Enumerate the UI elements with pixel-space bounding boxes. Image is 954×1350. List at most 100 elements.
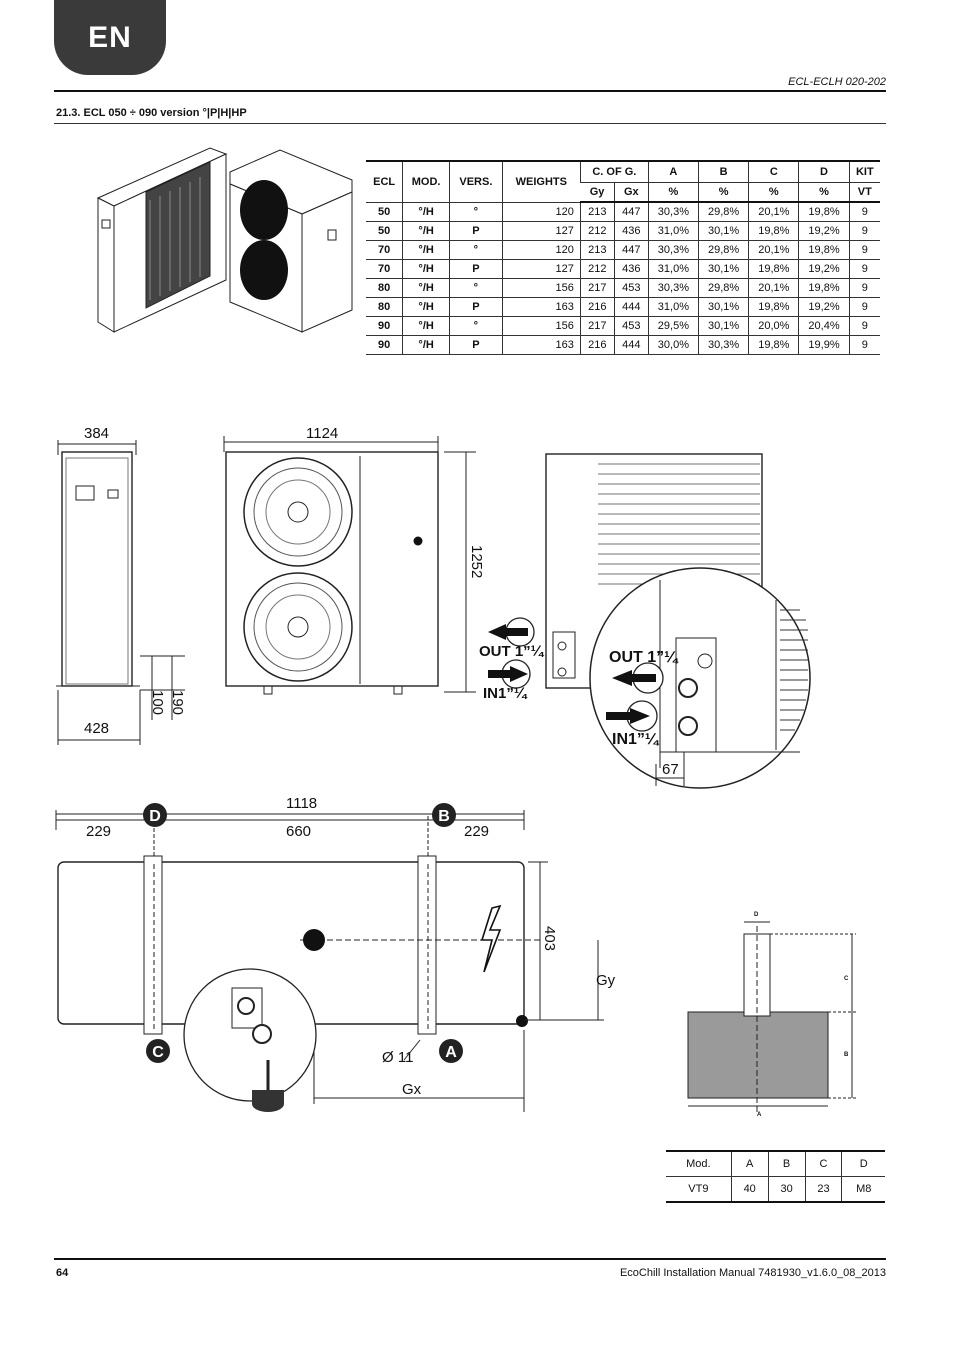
table-cell: 19,2% bbox=[798, 259, 850, 279]
table-cell: 217 bbox=[579, 316, 615, 336]
vt-col-b: B bbox=[767, 1150, 806, 1177]
out-connection-label: OUT 1”¼ bbox=[479, 643, 545, 660]
table-cell: 9 bbox=[848, 221, 880, 241]
table-cell: 9 bbox=[848, 202, 880, 222]
table-cell: 30,3% bbox=[647, 240, 699, 260]
dimension-drawings: 384 428 190 100 1124 1252 bbox=[55, 425, 856, 1118]
vt-mount-table: Mod. A B C D VT9 40 30 23 M8 bbox=[666, 1150, 885, 1203]
col-mod: MOD. bbox=[402, 161, 450, 203]
footer-text: EcoChill Installation Manual 7481930_v1.… bbox=[619, 1267, 886, 1279]
mount-zoom-circle bbox=[183, 968, 317, 1102]
dim-foot-100: 100 bbox=[149, 690, 166, 715]
table-cell: 50 bbox=[366, 202, 403, 222]
vt-col-d: D bbox=[841, 1150, 885, 1177]
table-cell: °/H bbox=[402, 316, 450, 336]
table-cell: 31,0% bbox=[647, 297, 699, 317]
table-cell: °/H bbox=[402, 259, 450, 279]
table-cell: 20,0% bbox=[748, 316, 799, 336]
table-cell: 212 bbox=[579, 259, 615, 279]
table-cell: 20,1% bbox=[748, 278, 799, 298]
sub-gy: Gy bbox=[580, 182, 615, 203]
section-title: 21.3. ECL 050 ÷ 090 version °|P|H|HP bbox=[56, 107, 247, 119]
table-cell: ° bbox=[449, 240, 503, 260]
svg-text:B: B bbox=[438, 808, 450, 825]
table-cell: 19,2% bbox=[798, 221, 850, 241]
specification-table: ECL MOD. VERS. WEIGHTS C. OF G. A B C D … bbox=[366, 160, 880, 355]
svg-text:C: C bbox=[844, 976, 849, 982]
table-cell: 30,1% bbox=[697, 316, 749, 336]
table-cell: °/H bbox=[402, 240, 450, 260]
table-cell: ° bbox=[449, 278, 503, 298]
language-tab: EN bbox=[54, 0, 166, 75]
vt-cell: 40 bbox=[730, 1176, 769, 1203]
table-cell: 163 bbox=[501, 297, 581, 317]
table-cell: °/H bbox=[402, 335, 450, 355]
table-cell: 447 bbox=[613, 240, 649, 260]
table-cell: 20,1% bbox=[748, 202, 799, 222]
footer-rule bbox=[54, 1258, 886, 1260]
table-cell: 50 bbox=[366, 221, 403, 241]
table-cell: 30,3% bbox=[697, 335, 749, 355]
svg-text:D: D bbox=[149, 808, 161, 825]
table-cell: 19,8% bbox=[798, 240, 850, 260]
table-cell: 163 bbox=[501, 335, 581, 355]
table-cell: 20,4% bbox=[798, 316, 850, 336]
vt-cell: M8 bbox=[841, 1176, 885, 1203]
corner-marker-c bbox=[146, 1039, 170, 1063]
col-weights: WEIGHTS bbox=[501, 161, 581, 203]
table-cell: 436 bbox=[613, 259, 649, 279]
support-rail-left bbox=[143, 855, 163, 1035]
vt-mount-body bbox=[687, 1011, 829, 1099]
table-cell: 453 bbox=[613, 316, 649, 336]
fan-bottom-icon bbox=[243, 572, 353, 682]
table-cell: °/H bbox=[402, 297, 450, 317]
svg-text:A: A bbox=[445, 1044, 457, 1061]
corner-marker-d bbox=[143, 803, 167, 827]
svg-text:A: A bbox=[757, 1112, 762, 1118]
table-cell: 19,9% bbox=[798, 335, 850, 355]
table-cell: ° bbox=[449, 316, 503, 336]
col-vers: VERS. bbox=[449, 161, 503, 203]
table-cell: 9 bbox=[848, 259, 880, 279]
vt-col-mod: Mod. bbox=[666, 1150, 732, 1177]
table-cell: 19,8% bbox=[798, 278, 850, 298]
section-rule bbox=[54, 123, 886, 124]
table-cell: 216 bbox=[579, 335, 615, 355]
vt-cell: VT9 bbox=[666, 1176, 732, 1203]
vt-col-a: A bbox=[730, 1150, 769, 1177]
col-d: D bbox=[798, 161, 850, 183]
table-cell: 29,5% bbox=[647, 316, 699, 336]
electrical-hazard-icon bbox=[480, 904, 502, 973]
gx-label: Gx bbox=[402, 1081, 422, 1098]
table-cell: 70 bbox=[366, 259, 403, 279]
hole-diameter-label: Ø 11 bbox=[382, 1049, 413, 1066]
table-cell: °/H bbox=[402, 202, 450, 222]
vt-cell: 30 bbox=[767, 1176, 806, 1203]
table-cell: 30,3% bbox=[647, 278, 699, 298]
dim-base-left: 229 bbox=[86, 823, 111, 840]
col-ecl: ECL bbox=[366, 161, 403, 203]
sub-pct-c: % bbox=[748, 182, 799, 203]
table-cell: P bbox=[449, 221, 503, 241]
side-view-panel bbox=[61, 451, 133, 687]
dim-front-height: 1252 bbox=[468, 545, 485, 578]
svg-text:B: B bbox=[844, 1052, 849, 1058]
document-code: ECL-ECLH 020-202 bbox=[788, 76, 886, 88]
table-cell: 90 bbox=[366, 316, 403, 336]
table-cell: 212 bbox=[579, 221, 615, 241]
corner-marker-b bbox=[432, 803, 456, 827]
table-cell: 30,1% bbox=[697, 221, 749, 241]
table-cell: 19,2% bbox=[798, 297, 850, 317]
gy-label: Gy bbox=[596, 972, 616, 989]
table-cell: 29,8% bbox=[697, 278, 749, 298]
table-cell: 19,8% bbox=[748, 297, 799, 317]
table-cell: 19,8% bbox=[748, 259, 799, 279]
table-cell: 30,0% bbox=[647, 335, 699, 355]
sub-gx: Gx bbox=[613, 182, 649, 203]
table-cell: 213 bbox=[579, 240, 615, 260]
dim-side-width: 384 bbox=[84, 425, 109, 442]
fan-top-icon bbox=[243, 457, 353, 567]
